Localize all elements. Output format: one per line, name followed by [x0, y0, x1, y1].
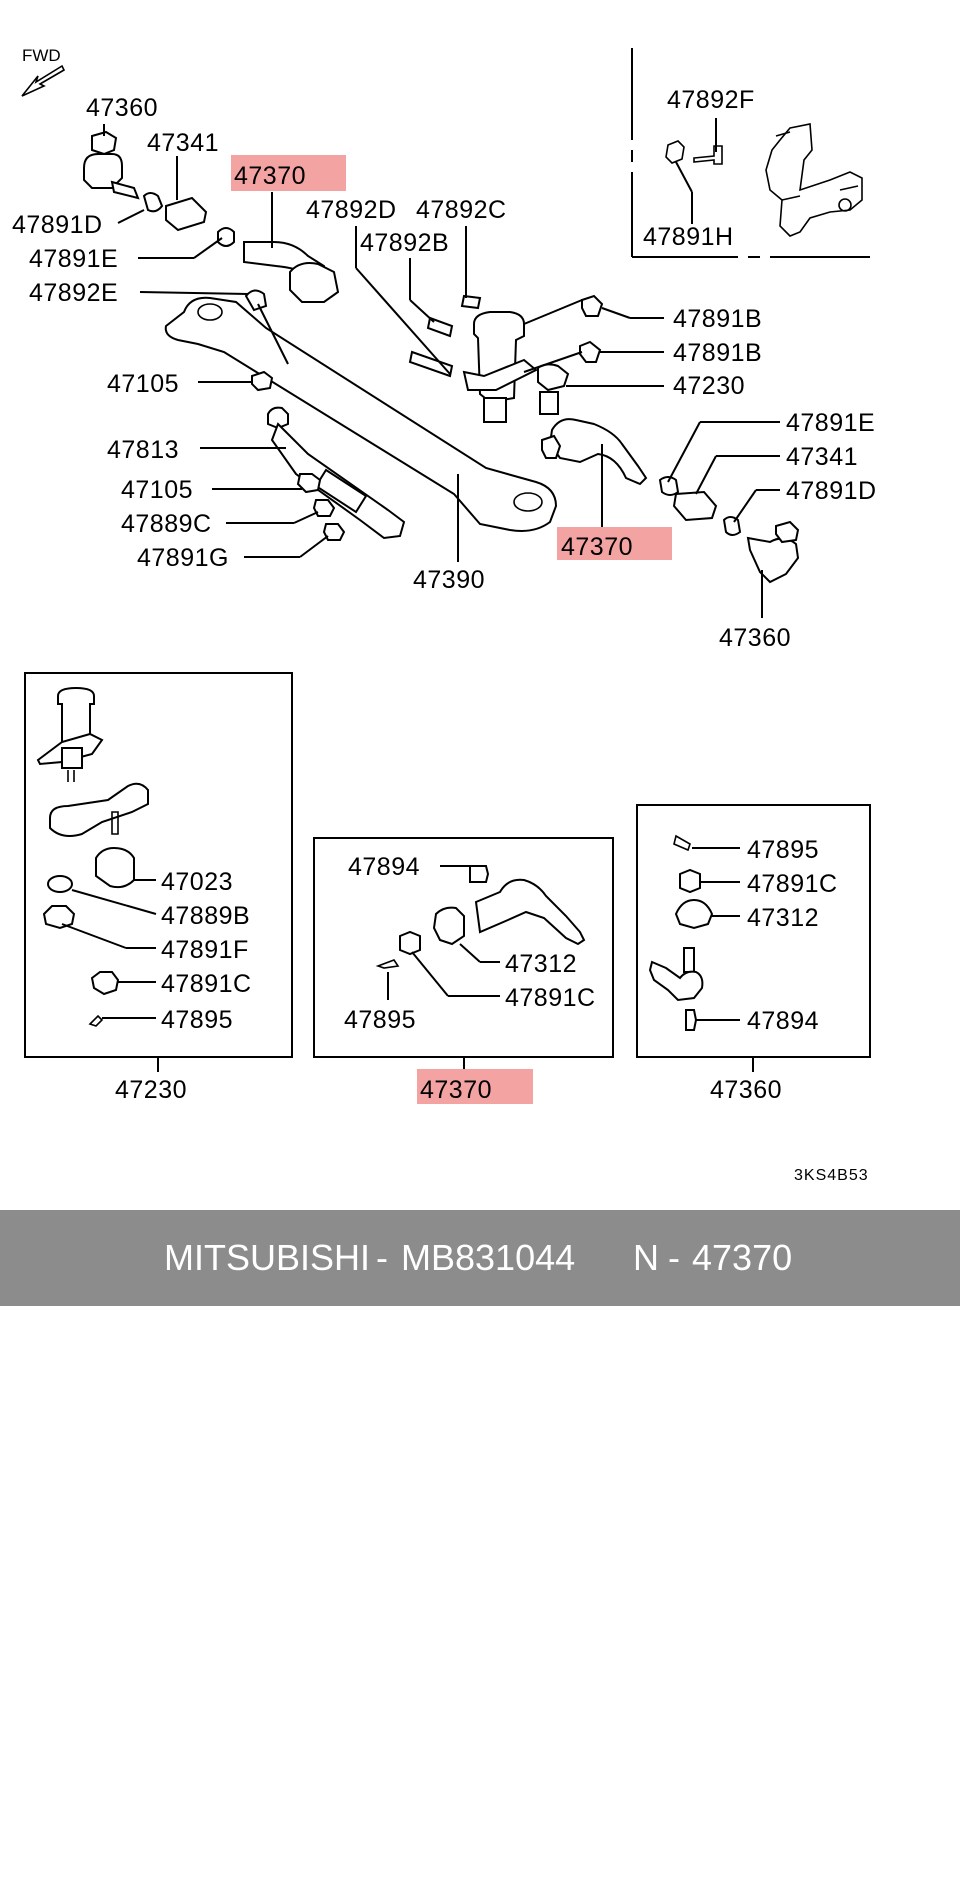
label-47360-bottom: 47360	[710, 1076, 782, 1104]
parts-diagram: FWD	[12, 46, 877, 1184]
label-47370-top: 47370	[234, 162, 306, 190]
label-47889C: 47889C	[121, 510, 212, 538]
fwd-label: FWD	[22, 46, 61, 65]
label-47105-1: 47105	[107, 370, 179, 398]
tie-rod-left-illustration	[243, 241, 340, 303]
label-47891C-box3: 47891C	[747, 870, 838, 898]
label-47312-box2: 47312	[505, 950, 577, 978]
label-47891B-1: 47891B	[673, 305, 762, 333]
inset-bracket-illustration	[665, 123, 863, 237]
label-47341-top: 47341	[147, 129, 219, 157]
idler-arm-illustration	[408, 294, 604, 423]
part-info-footer: MITSUBISHI - MB831044 N - 47370	[0, 1210, 960, 1306]
label-47360-right: 47360	[719, 624, 791, 652]
label-47105-2: 47105	[121, 476, 193, 504]
label-47895-box3: 47895	[747, 836, 819, 864]
label-47895-box2: 47895	[344, 1006, 416, 1034]
footer-part-number: MB831044	[401, 1237, 576, 1278]
label-47892C: 47892C	[416, 196, 507, 224]
label-47891H: 47891H	[643, 223, 734, 251]
detail-box-47360	[636, 804, 871, 1072]
highlight-47370-right	[557, 527, 672, 560]
footer-position-ref: 47370	[692, 1237, 793, 1278]
label-47341-right: 47341	[786, 443, 858, 471]
label-47891C-box2: 47891C	[505, 984, 596, 1012]
label-47023: 47023	[161, 868, 233, 896]
label-47892D: 47892D	[306, 196, 397, 224]
label-47891F: 47891F	[161, 936, 249, 964]
label-47892E: 47892E	[29, 279, 118, 307]
fwd-arrow-icon	[21, 64, 66, 97]
part-labels: 47360 47341 47370 47891D 47891E 47892E 4…	[12, 86, 877, 1104]
label-47891C-box1: 47891C	[161, 970, 252, 998]
label-47891G: 47891G	[137, 544, 229, 572]
label-47230-top: 47230	[673, 372, 745, 400]
highlight-47370-top	[231, 155, 346, 191]
leader-lines	[103, 118, 780, 618]
label-47891B-2: 47891B	[673, 339, 762, 367]
label-47895-box1: 47895	[161, 1006, 233, 1034]
footer-position-separator: -	[668, 1237, 680, 1278]
label-47891E-right: 47891E	[786, 409, 875, 437]
label-47390: 47390	[413, 566, 485, 594]
inset-frame	[631, 48, 870, 258]
footer-separator: -	[376, 1237, 388, 1278]
label-47360-top: 47360	[86, 94, 158, 122]
highlight-47370-bottom	[417, 1069, 533, 1104]
label-47891D-right: 47891D	[786, 477, 877, 505]
label-47892F: 47892F	[667, 86, 755, 114]
label-47894-box3: 47894	[747, 1007, 819, 1035]
drawing-code: 3KS4B53	[794, 1167, 869, 1184]
label-47370-bottom: 47370	[420, 1076, 492, 1104]
label-47894-box2: 47894	[348, 853, 420, 881]
tie-rod-end-left-illustration	[83, 130, 235, 247]
footer-brand: MITSUBISHI	[164, 1237, 371, 1278]
detail-box-47230	[24, 672, 293, 1072]
label-47230-bottom: 47230	[115, 1076, 187, 1104]
footer-position-code: N	[633, 1237, 659, 1278]
detail-box-47370	[313, 837, 614, 1072]
center-link-illustration	[164, 296, 558, 532]
label-47891E-left: 47891E	[29, 245, 118, 273]
steering-damper-illustration	[244, 289, 406, 541]
label-47891D-left: 47891D	[12, 211, 103, 239]
label-47892B: 47892B	[360, 229, 449, 257]
label-47889B: 47889B	[161, 902, 250, 930]
label-47312-box3: 47312	[747, 904, 819, 932]
tie-rod-right-illustration	[541, 418, 800, 584]
label-47370-right: 47370	[561, 533, 633, 561]
label-47813: 47813	[107, 436, 179, 464]
